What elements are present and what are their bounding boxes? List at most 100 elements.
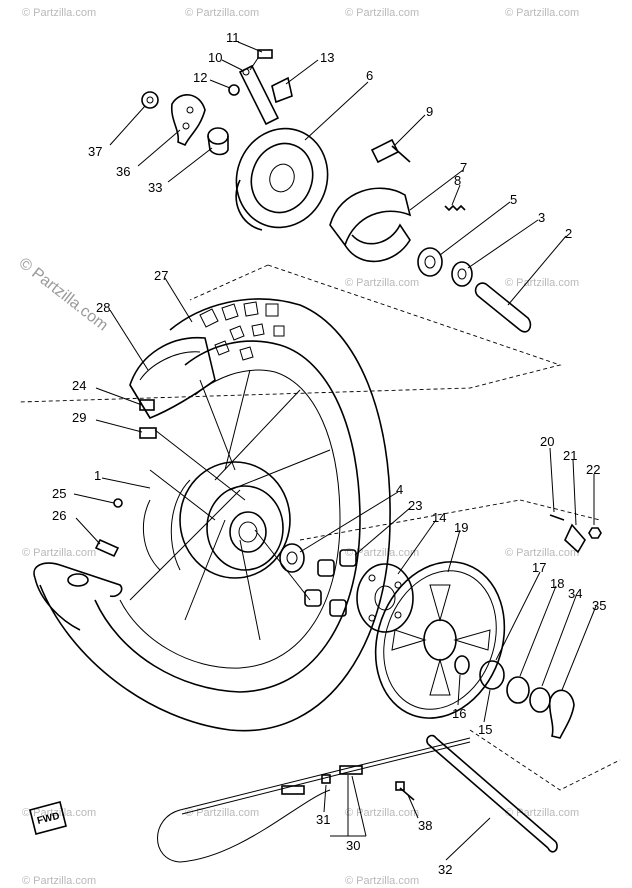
watermark-text: © Partzilla.com	[505, 807, 579, 819]
callout-21: 21	[563, 448, 577, 463]
callout-4: 4	[396, 482, 403, 497]
seal-18	[506, 676, 530, 704]
watermark-text: © Partzilla.com	[505, 277, 579, 289]
callout-37: 37	[88, 144, 102, 159]
callout-18: 18	[550, 576, 564, 591]
valve-26	[94, 538, 120, 558]
watermark-text: © Partzilla.com	[345, 277, 419, 289]
callout-29: 29	[72, 410, 86, 425]
callout-labels: 11 10 13 12 6 37 36 33 9 7 8 5 3 2 27 28…	[52, 30, 606, 877]
watermark-text: © Partzilla.com	[22, 807, 96, 819]
watermark-text: © Partzilla.com	[345, 807, 419, 819]
watermark-text: © Partzilla.com	[185, 7, 259, 19]
watermarks: © Partzilla.com © Partzilla.com © Partzi…	[16, 7, 580, 887]
brake-shoe	[329, 187, 412, 263]
callout-14: 14	[432, 510, 446, 525]
watermark-text: © Partzilla.com	[22, 7, 96, 19]
nipple-25	[113, 498, 123, 508]
watermark-text: © Partzilla.com	[185, 807, 259, 819]
callout-30: 30	[346, 838, 360, 853]
callout-36: 36	[116, 164, 130, 179]
callout-32: 32	[438, 862, 452, 877]
fwd-text: FWD	[36, 811, 61, 827]
wheel-spokes	[129, 369, 331, 641]
chain-adjuster	[549, 514, 602, 554]
callout-7: 7	[460, 160, 467, 175]
callout-23: 23	[408, 498, 422, 513]
watermark-text: © Partzilla.com	[22, 547, 96, 559]
callout-31: 31	[316, 812, 330, 827]
callout-19: 19	[454, 520, 468, 535]
callout-38: 38	[418, 818, 432, 833]
watermark-text: © Partzilla.com	[345, 7, 419, 19]
collar-16	[454, 655, 470, 675]
watermark-text: © Partzilla.com	[345, 875, 419, 887]
rear-sprocket-19	[374, 561, 506, 719]
callout-17: 17	[532, 560, 546, 575]
callout-24: 24	[72, 378, 86, 393]
callout-6: 6	[366, 68, 373, 83]
callout-20: 20	[540, 434, 554, 449]
callout-2: 2	[565, 226, 572, 241]
callout-16: 16	[452, 706, 466, 721]
callout-22: 22	[586, 462, 600, 477]
forward-direction-badge: FWD	[29, 801, 67, 835]
leader-lines	[73, 41, 597, 861]
drive-chain	[157, 737, 471, 863]
spacer-2	[474, 282, 532, 333]
watermark-text: © Partzilla.com	[345, 547, 419, 559]
callout-3: 3	[538, 210, 545, 225]
callout-28: 28	[96, 300, 110, 315]
rear-axle-32	[426, 734, 558, 853]
spring-8	[444, 204, 466, 212]
watermark-text: © Partzilla.com	[22, 875, 96, 887]
brake-panel	[235, 127, 329, 231]
callout-5: 5	[510, 192, 517, 207]
callout-34: 34	[568, 586, 582, 601]
callout-12: 12	[193, 70, 207, 85]
chain-link-sample	[281, 785, 305, 795]
watermark-diagonal-text: © Partzilla.com	[16, 255, 111, 335]
seal-4	[279, 543, 305, 573]
master-link	[339, 765, 363, 775]
callout-26: 26	[52, 508, 66, 523]
watermark-text: © Partzilla.com	[505, 547, 579, 559]
callout-35: 35	[592, 598, 606, 613]
clip-31	[321, 774, 331, 784]
callout-8: 8	[454, 173, 461, 188]
mud-flap	[129, 336, 216, 419]
callout-9: 9	[426, 104, 433, 119]
bolt-24	[139, 399, 155, 411]
callout-15: 15	[478, 722, 492, 737]
rear-hub	[142, 461, 291, 579]
brake-cam	[370, 138, 411, 164]
nut-12	[228, 84, 240, 96]
nut-37	[141, 91, 159, 109]
callout-33: 33	[148, 180, 162, 195]
dampers-23	[304, 549, 357, 617]
callout-25: 25	[52, 486, 66, 501]
hub-assembly-dashed-box	[19, 264, 562, 403]
tire-tread	[199, 301, 285, 361]
watermark-text: © Partzilla.com	[505, 7, 579, 19]
callout-27: 27	[154, 268, 168, 283]
callout-10: 10	[208, 50, 222, 65]
brake-arm	[238, 64, 280, 126]
chain-puller-35	[548, 689, 575, 739]
bracket-29	[139, 427, 157, 439]
bearing-17	[479, 660, 505, 690]
bolt-38	[395, 781, 415, 801]
collar-33	[207, 127, 229, 156]
plate-13	[271, 76, 293, 104]
callout-13: 13	[320, 50, 334, 65]
collar-34	[529, 687, 551, 713]
torque-stay-36	[170, 94, 206, 147]
callout-1: 1	[94, 468, 101, 483]
seal-3	[451, 261, 473, 287]
rear-tire	[33, 298, 391, 732]
callout-11: 11	[226, 30, 240, 45]
bolt-11	[249, 49, 273, 71]
bearing-5	[417, 247, 443, 277]
sprocket-dashed-box	[299, 499, 621, 791]
